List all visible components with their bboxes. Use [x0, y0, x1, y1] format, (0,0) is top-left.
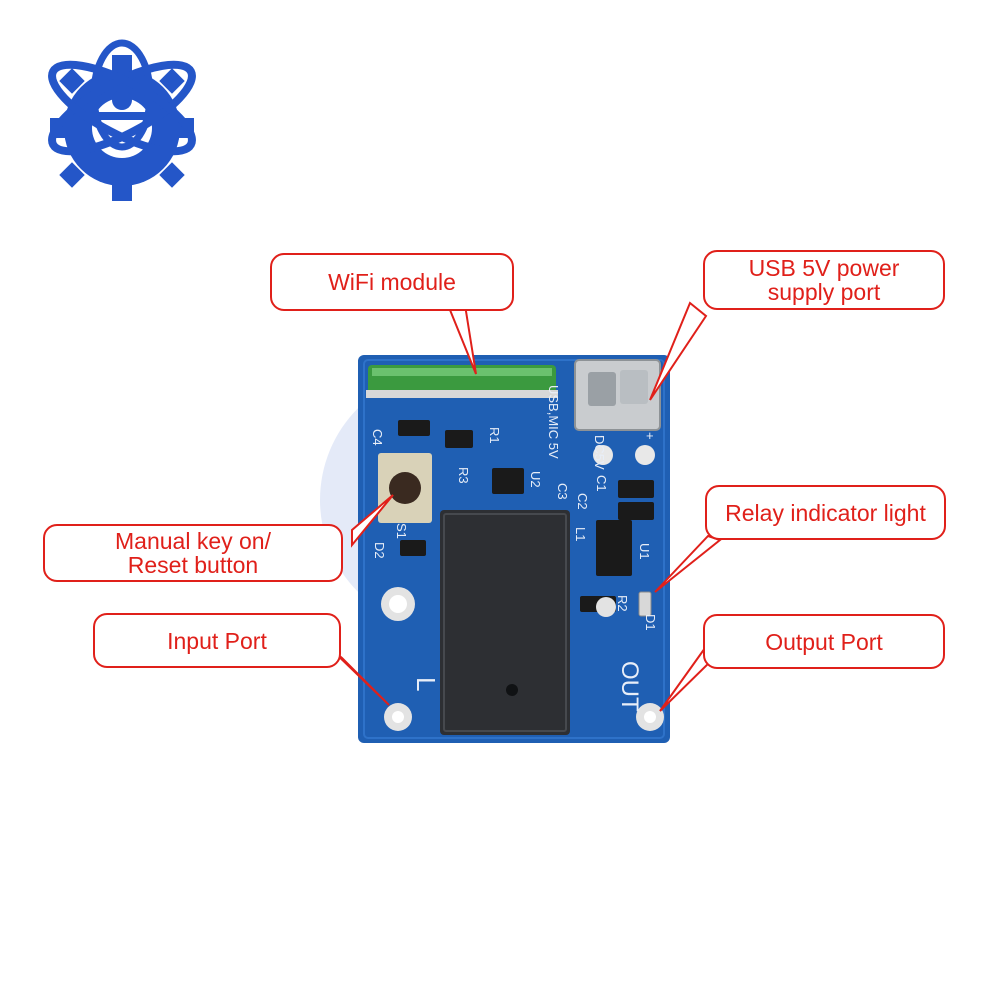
silk-r2: R2	[615, 595, 630, 612]
callout-manual-label-1: Manual key on/	[115, 528, 271, 554]
silk-out: OUT	[616, 661, 643, 712]
reset-button-component	[378, 453, 432, 523]
silk-plus: +	[646, 428, 654, 443]
silk-c3: C3	[555, 483, 570, 500]
callout-usb-label-1: USB 5V power	[748, 255, 900, 281]
relay-indicator-led	[638, 591, 652, 617]
callout-pointers	[329, 301, 723, 712]
callout-relay-label: Relay indicator light	[725, 499, 926, 526]
callout-usb-label-2: supply port	[767, 279, 881, 305]
callout-manual-label-2: Reset button	[127, 552, 259, 578]
silk-r3: R3	[456, 467, 471, 484]
callout-wifi-module: WiFi module	[270, 253, 514, 311]
silk-c1: C1	[594, 475, 609, 492]
silk-r1: R1	[487, 427, 502, 444]
brand-logo-icon	[48, 39, 196, 201]
silk-minus: -	[600, 428, 604, 443]
callout-wifi-label: WiFi module	[328, 269, 456, 295]
silk-d1: D1	[643, 614, 658, 631]
callout-usb-power: USB 5V power supply port	[703, 250, 945, 310]
mounting-holes	[381, 445, 664, 731]
silk-dc5v: DC5V	[592, 435, 607, 470]
smd-components	[398, 420, 654, 612]
usb-port	[574, 359, 661, 431]
silk-c4: C4	[370, 429, 385, 446]
callout-output-label: Output Port	[765, 628, 883, 655]
callout-output-port: Output Port	[703, 614, 945, 669]
silk-u1: U1	[637, 543, 652, 560]
silk-usb-mic-5v: USB,MIC 5V	[546, 385, 561, 459]
silk-l: L	[411, 677, 441, 691]
silk-u2: U2	[528, 471, 543, 488]
wifi-module	[366, 365, 558, 398]
callout-manual-key: Manual key on/ Reset button	[43, 524, 343, 582]
relay-component	[440, 510, 570, 735]
callout-input-port: Input Port	[93, 613, 341, 668]
silk-l1: L1	[573, 527, 588, 541]
callout-relay-indicator: Relay indicator light	[705, 485, 946, 540]
silk-d2: D2	[372, 542, 387, 559]
silk-s1: S1	[394, 523, 409, 539]
callout-input-label: Input Port	[167, 627, 267, 654]
silk-c2: C2	[575, 493, 590, 510]
